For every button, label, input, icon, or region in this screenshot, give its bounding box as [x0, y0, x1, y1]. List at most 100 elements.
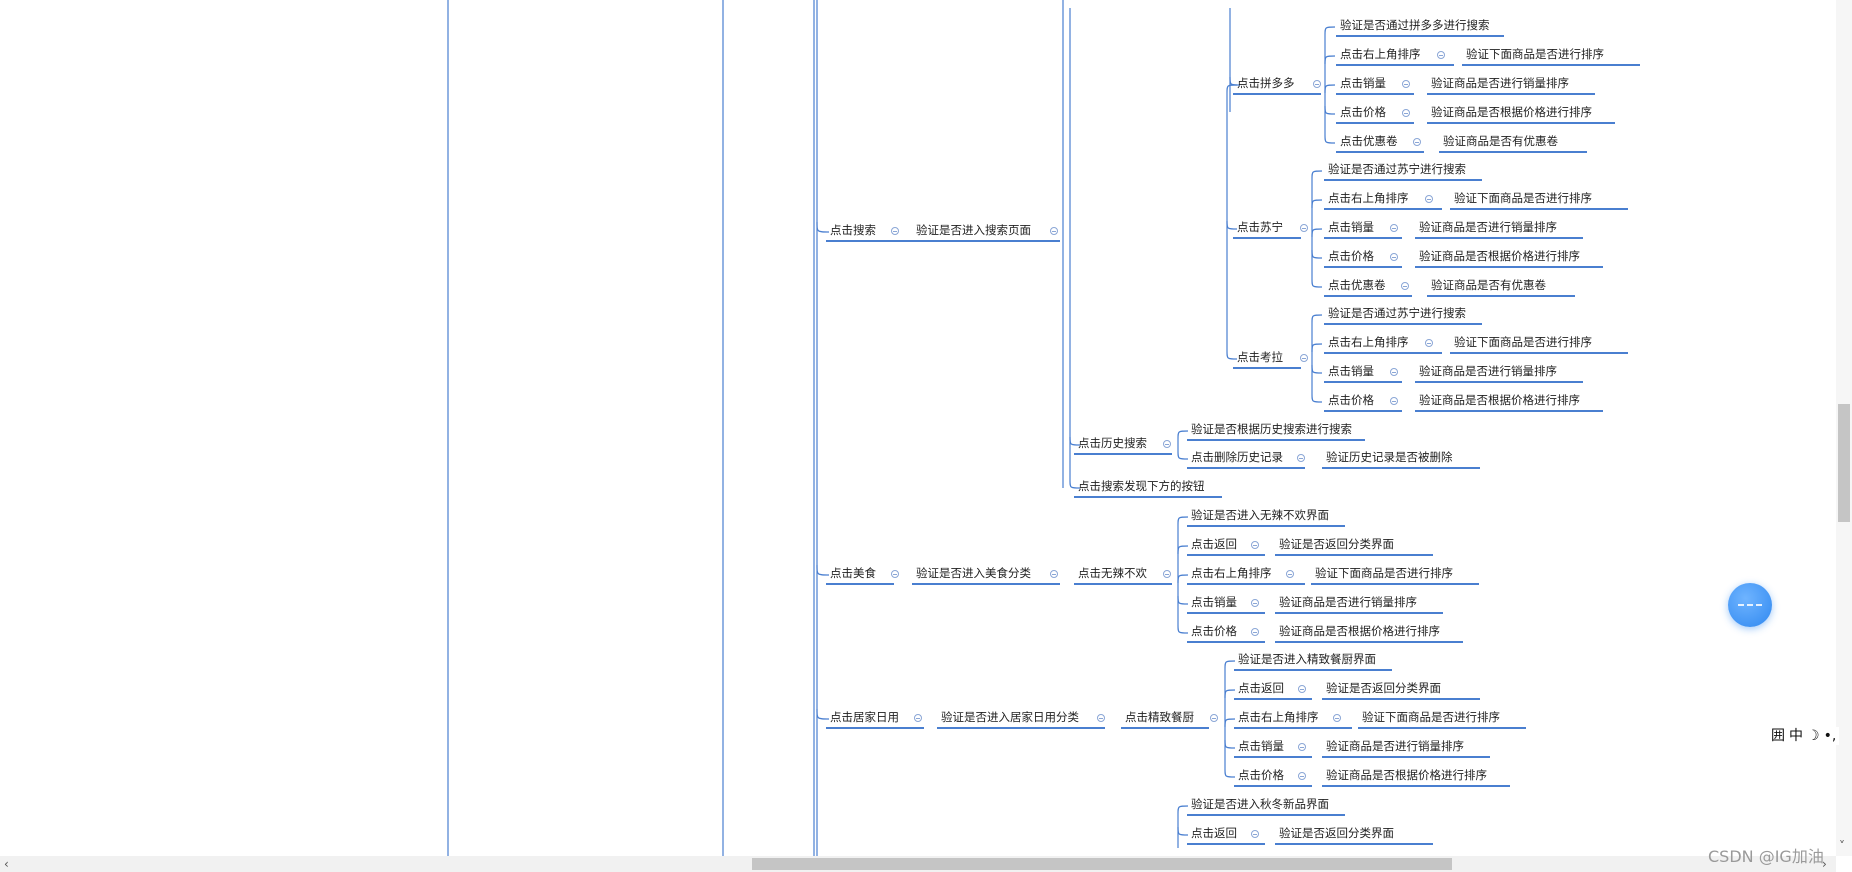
collapse-toggle-icon[interactable]	[1401, 282, 1409, 290]
horizontal-scroll-thumb[interactable]	[752, 858, 1452, 870]
mindmap-node[interactable]: 验证是否进入精致餐厨界面	[1234, 649, 1392, 671]
collapse-toggle-icon[interactable]	[1313, 80, 1321, 88]
mindmap-node[interactable]: 点击历史搜索	[1074, 433, 1172, 455]
mindmap-node[interactable]: 点击右上角排序	[1234, 707, 1352, 729]
mindmap-node[interactable]: 验证商品是否进行销量排序	[1427, 73, 1595, 95]
mindmap-node[interactable]: 点击返回	[1187, 823, 1265, 845]
collapse-toggle-icon[interactable]	[1251, 541, 1259, 549]
scroll-down-arrow-icon[interactable]: ˅	[1839, 839, 1845, 853]
mindmap-node[interactable]: 验证是否进入秋冬新品界面	[1187, 794, 1345, 816]
mindmap-node[interactable]: 点击销量	[1234, 736, 1312, 758]
collapse-toggle-icon[interactable]	[1333, 714, 1341, 722]
mindmap-node[interactable]: 验证商品是否根据价格进行排序	[1415, 246, 1603, 268]
collapse-toggle-icon[interactable]	[1298, 685, 1306, 693]
ime-grid-icon[interactable]: 囲	[1771, 728, 1785, 744]
mindmap-node[interactable]: 验证是否根据历史搜索进行搜索	[1187, 419, 1365, 441]
mindmap-node[interactable]: 验证商品是否根据价格进行排序	[1275, 621, 1463, 643]
mindmap-node[interactable]: 点击无辣不欢	[1074, 563, 1172, 585]
mindmap-node[interactable]: 点击搜索	[826, 220, 914, 242]
collapse-toggle-icon[interactable]	[1425, 339, 1433, 347]
mindmap-node[interactable]: 验证是否通过苏宁进行搜索	[1324, 303, 1482, 325]
mindmap-node[interactable]: 验证下面商品是否进行排序	[1462, 44, 1640, 66]
collapse-toggle-icon[interactable]	[1390, 224, 1398, 232]
mindmap-node[interactable]: 验证是否进入无辣不欢界面	[1187, 505, 1345, 527]
collapse-toggle-icon[interactable]	[1050, 570, 1058, 578]
collapse-toggle-icon[interactable]	[1251, 599, 1259, 607]
collapse-toggle-icon[interactable]	[1050, 227, 1058, 235]
mindmap-node[interactable]: 点击价格	[1234, 765, 1312, 787]
mindmap-node[interactable]: 点击优惠卷	[1336, 131, 1424, 153]
mindmap-node[interactable]: 验证是否返回分类界面	[1322, 678, 1480, 700]
mindmap-node[interactable]: 点击删除历史记录	[1187, 447, 1305, 469]
mindmap-node[interactable]: 点击返回	[1234, 678, 1312, 700]
collapse-toggle-icon[interactable]	[1437, 51, 1445, 59]
mindmap-node[interactable]: 验证商品是否进行销量排序	[1322, 736, 1490, 758]
mindmap-node[interactable]: 验证商品是否进行销量排序	[1415, 217, 1583, 239]
mindmap-node[interactable]: 点击价格	[1324, 246, 1402, 268]
collapse-toggle-icon[interactable]	[1425, 195, 1433, 203]
collapse-toggle-icon[interactable]	[1390, 397, 1398, 405]
collapse-toggle-icon[interactable]	[1251, 628, 1259, 636]
collapse-toggle-icon[interactable]	[1413, 138, 1421, 146]
collapse-toggle-icon[interactable]	[1298, 772, 1306, 780]
mindmap-node[interactable]: 点击拼多多	[1233, 73, 1321, 95]
collapse-toggle-icon[interactable]	[1297, 454, 1305, 462]
mindmap-node[interactable]: 验证历史记录是否被删除	[1322, 447, 1480, 469]
mindmap-node[interactable]: 点击右上角排序	[1324, 188, 1442, 210]
mindmap-node[interactable]: 点击右上角排序	[1324, 332, 1442, 354]
mindmap-node[interactable]: 验证商品是否进行销量排序	[1415, 361, 1583, 383]
scroll-left-arrow-icon[interactable]: ‹	[4, 857, 9, 871]
mindmap-node[interactable]: 验证是否通过苏宁进行搜索	[1324, 159, 1482, 181]
mindmap-node[interactable]: 点击搜索发现下方的按钮	[1074, 476, 1222, 498]
ime-language-toggle[interactable]: 中	[1789, 728, 1803, 744]
collapse-toggle-icon[interactable]	[1097, 714, 1105, 722]
collapse-toggle-icon[interactable]	[891, 570, 899, 578]
mindmap-node[interactable]: 点击优惠卷	[1324, 275, 1412, 297]
floating-action-button[interactable]	[1728, 583, 1772, 627]
mindmap-node[interactable]: 验证下面商品是否进行排序	[1450, 332, 1628, 354]
mindmap-node[interactable]: 验证是否进入美食分类	[912, 563, 1060, 585]
mindmap-node[interactable]: 验证商品是否有优惠卷	[1427, 275, 1575, 297]
collapse-toggle-icon[interactable]	[1402, 80, 1410, 88]
mindmap-node[interactable]: 点击苏宁	[1233, 217, 1301, 239]
collapse-toggle-icon[interactable]	[1163, 570, 1171, 578]
moon-icon[interactable]: ☽	[1807, 728, 1820, 744]
punctuation-icon[interactable]: •,	[1823, 728, 1837, 744]
mindmap-node[interactable]: 验证商品是否根据价格进行排序	[1322, 765, 1510, 787]
mindmap-node[interactable]: 点击右上角排序	[1336, 44, 1454, 66]
mindmap-node[interactable]: 验证商品是否有优惠卷	[1439, 131, 1587, 153]
collapse-toggle-icon[interactable]	[891, 227, 899, 235]
collapse-toggle-icon[interactable]	[1402, 109, 1410, 117]
mindmap-node[interactable]: 验证是否进入搜索页面	[912, 220, 1060, 242]
mindmap-node[interactable]: 验证是否通过拼多多进行搜索	[1336, 15, 1504, 37]
mindmap-node[interactable]: 点击美食	[826, 563, 894, 585]
mindmap-node[interactable]: 点击精致餐厨	[1121, 707, 1209, 729]
collapse-toggle-icon[interactable]	[1390, 253, 1398, 261]
mindmap-node[interactable]: 验证是否进入居家日用分类	[937, 707, 1105, 729]
vertical-scroll-thumb[interactable]	[1838, 404, 1850, 522]
mindmap-node[interactable]: 验证下面商品是否进行排序	[1311, 563, 1479, 585]
mindmap-node[interactable]: 点击销量	[1324, 361, 1402, 383]
mindmap-node[interactable]: 点击销量	[1324, 217, 1402, 239]
collapse-toggle-icon[interactable]	[1390, 368, 1398, 376]
collapse-toggle-icon[interactable]	[1163, 440, 1171, 448]
scroll-right-arrow-icon[interactable]: ›	[1822, 857, 1827, 871]
ime-toolbar[interactable]: 囲 中 ☽ •,	[1768, 727, 1840, 745]
mindmap-node[interactable]: 点击销量	[1187, 592, 1265, 614]
mindmap-node[interactable]: 点击价格	[1336, 102, 1414, 124]
collapse-toggle-icon[interactable]	[1300, 224, 1308, 232]
mindmap-node[interactable]: 点击价格	[1187, 621, 1265, 643]
mindmap-node[interactable]: 验证下面商品是否进行排序	[1450, 188, 1628, 210]
mindmap-node[interactable]: 验证商品是否根据价格进行排序	[1415, 390, 1603, 412]
mindmap-node[interactable]: 点击考拉	[1233, 347, 1301, 369]
collapse-toggle-icon[interactable]	[1286, 570, 1294, 578]
collapse-toggle-icon[interactable]	[914, 714, 922, 722]
collapse-toggle-icon[interactable]	[1251, 830, 1259, 838]
mindmap-node[interactable]: 点击销量	[1336, 73, 1414, 95]
mindmap-node[interactable]: 验证是否返回分类界面	[1275, 823, 1433, 845]
mindmap-node[interactable]: 点击价格	[1324, 390, 1402, 412]
mindmap-node[interactable]: 验证下面商品是否进行排序	[1358, 707, 1526, 729]
mindmap-node[interactable]: 点击返回	[1187, 534, 1265, 556]
mindmap-node[interactable]: 点击右上角排序	[1187, 563, 1305, 585]
mindmap-node[interactable]: 验证商品是否根据价格进行排序	[1427, 102, 1615, 124]
